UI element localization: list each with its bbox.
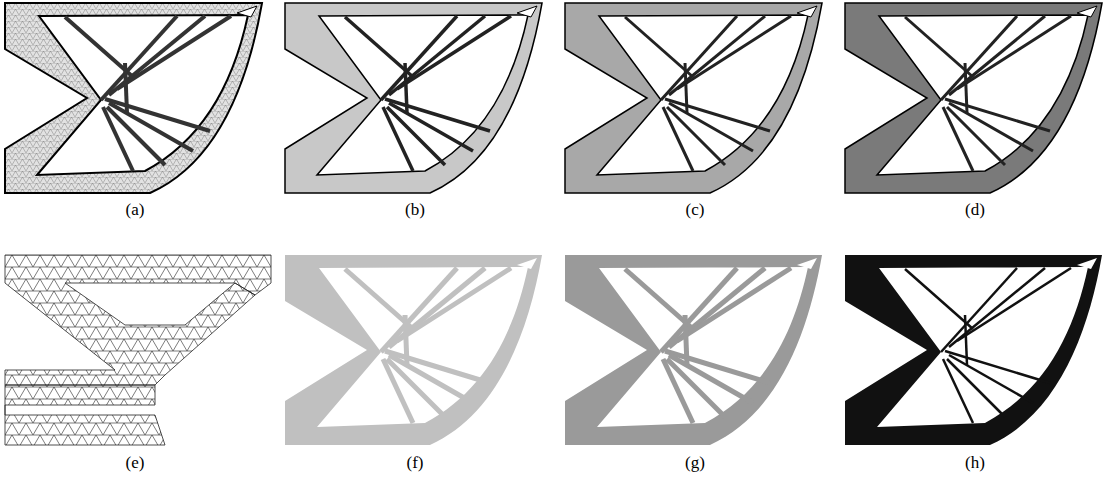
panel-label: (b) — [405, 200, 425, 220]
panel-d-illustration — [845, 3, 1102, 193]
panel-label: (e) — [126, 453, 145, 473]
panel-f-illustration — [285, 255, 542, 445]
panel-h-illustration — [845, 255, 1102, 445]
panel-c-illustration — [565, 3, 822, 193]
panel-b-illustration — [285, 3, 542, 193]
panel-g-illustration — [565, 255, 822, 445]
panel-label: (c) — [686, 200, 705, 220]
panel-label: (f) — [407, 453, 424, 473]
panel-label: (h) — [965, 453, 985, 473]
panel-a-illustration — [5, 3, 262, 193]
panel-label: (d) — [965, 200, 985, 220]
panel-label: (g) — [685, 453, 705, 473]
panel-label: (a) — [126, 200, 145, 220]
panel-e-illustration — [5, 255, 271, 445]
